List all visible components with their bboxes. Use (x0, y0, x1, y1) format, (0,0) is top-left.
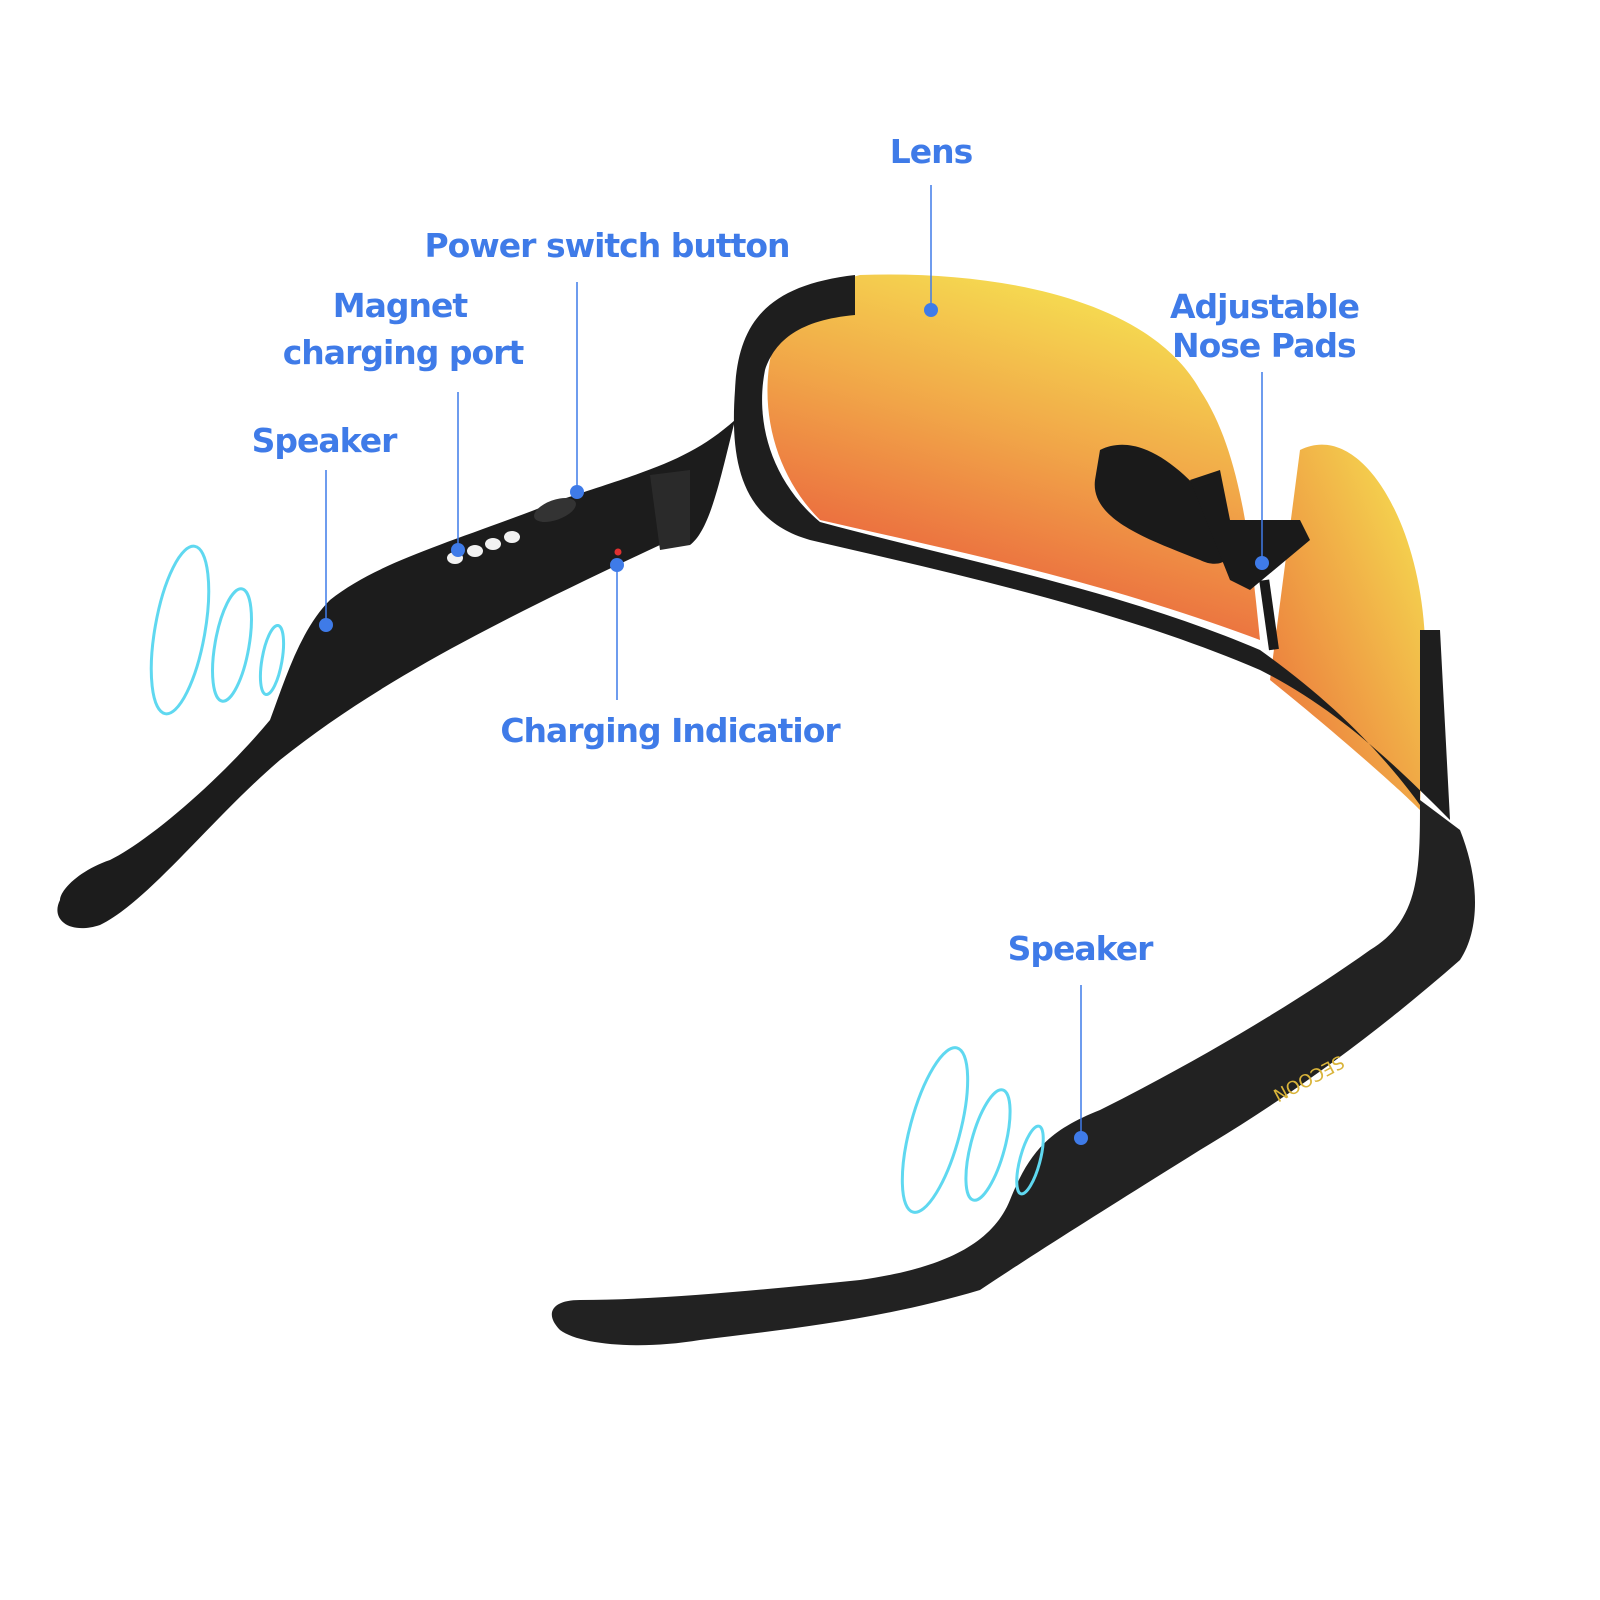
right-lens (1270, 444, 1425, 810)
lens-dot (924, 303, 938, 317)
power-switch-label: Power switch button (424, 226, 789, 265)
sound-wave-icon-left (149, 544, 286, 716)
speaker-right-dot (1074, 1131, 1088, 1145)
right-temple-arm (551, 800, 1475, 1346)
magnet-port-dot (451, 543, 465, 557)
nose-pad-left (1094, 444, 1233, 564)
magnet-port-label-line1: Magnet (333, 286, 469, 325)
speaker-right-label: Speaker (1008, 929, 1154, 968)
magnet-charging-pins (447, 531, 520, 564)
nose-pads-label-line1: Adjustable (1170, 287, 1359, 326)
nose-pads-label-line2: Nose Pads (1172, 326, 1356, 365)
callout-dots (319, 303, 1269, 1145)
speaker-left-label: Speaker (252, 421, 398, 460)
lens-label: Lens (890, 132, 973, 171)
left-temple-arm (57, 420, 736, 929)
sound-wave-icon-right (900, 1046, 1045, 1214)
power-switch-dot (570, 485, 584, 499)
charging-led (614, 548, 622, 556)
charging-indicator-dot (610, 558, 624, 572)
left-temple-module (650, 470, 690, 550)
charging-indicator-label: Charging Indicatior (500, 711, 841, 750)
speaker-left-dot (319, 618, 333, 632)
nose-pads-dot (1255, 556, 1269, 570)
nose-pad-stem (1259, 579, 1279, 651)
power-switch (534, 497, 576, 523)
nose-pad-right (1190, 470, 1310, 590)
front-frame (733, 275, 1450, 820)
magnet-port-label-line2: charging port (283, 333, 525, 372)
left-lens (767, 274, 1260, 640)
leader-lines (325, 185, 1263, 1138)
